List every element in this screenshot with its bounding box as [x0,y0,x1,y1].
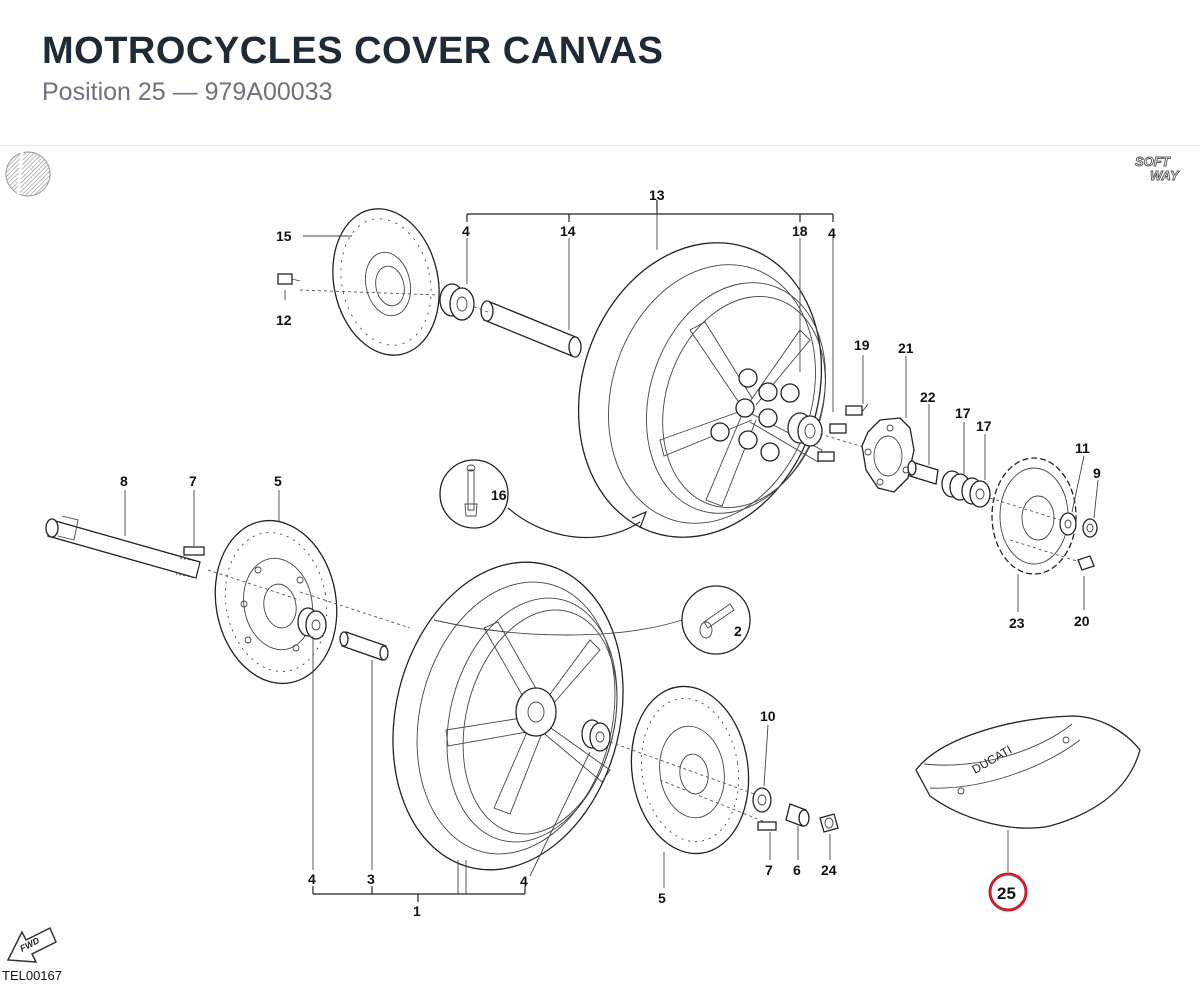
label-4[interactable]: 4 [520,873,528,889]
nut-11 [1059,512,1077,536]
front-wheel-group [45,490,839,902]
nut-20 [1077,555,1095,571]
callout-25[interactable] [988,872,1028,912]
fwd-arrow-icon: FWD [6,926,57,963]
label-1[interactable]: 1 [413,903,421,919]
valve-callout-2 [433,585,751,655]
label-18[interactable]: 18 [792,223,808,239]
bearing-4d [581,719,611,752]
label-17[interactable]: 17 [976,418,992,434]
axle-8 [45,515,201,579]
front-brake-disc-left [214,519,338,685]
label-20[interactable]: 20 [1074,613,1090,629]
page-title: MOTROCYCLES COVER CANVAS [42,30,664,72]
rear-wheel [577,242,827,538]
spacer-6 [785,803,810,827]
bearing-4c [297,607,327,640]
label-7[interactable]: 7 [189,473,197,489]
washer-10 [752,787,772,813]
label-14[interactable]: 14 [560,223,576,239]
softway-logo-line2: WAY [1150,168,1180,183]
page-subtitle: Position 25 — 979A00033 [42,78,333,106]
softway-logo: SOFT WAY [1132,152,1188,183]
front-wheel [392,561,624,871]
label-15[interactable]: 15 [276,228,292,244]
label-4[interactable]: 4 [308,871,316,887]
sprocket-bolts-19 [817,405,863,462]
label-10[interactable]: 10 [760,708,776,724]
bearings-17 [941,470,991,508]
bolt-12 [277,273,293,285]
shaft-22 [907,460,939,485]
label-25[interactable]: 25 [997,884,1016,903]
cover-canvas: DUCATI [915,715,1141,872]
label-5[interactable]: 5 [658,890,666,906]
page-header: MOTROCYCLES COVER CANVAS Position 25 — 9… [0,0,1200,146]
label-21[interactable]: 21 [898,340,914,356]
reference-code: TEL00167 [2,968,62,983]
bolt-7b [757,821,777,831]
spacer-14 [480,300,582,358]
label-12[interactable]: 12 [276,312,292,328]
exploded-parts-diagram: SOFT WAY [5,151,1188,963]
nut-24 [819,813,839,833]
label-8[interactable]: 8 [120,473,128,489]
label-6[interactable]: 6 [793,862,801,878]
label-4[interactable]: 4 [462,223,470,239]
bearing-4b [787,412,823,447]
bolt-7a [183,546,205,556]
label-19[interactable]: 19 [854,337,870,353]
valve-callout-16 [439,459,648,539]
label-13[interactable]: 13 [649,187,665,203]
washer-9 [1082,518,1098,538]
label-9[interactable]: 9 [1093,465,1101,481]
label-22[interactable]: 22 [920,389,936,405]
front-brake-disc-right [630,685,750,855]
softway-logo-line1: SOFT [1135,154,1171,169]
bearing-4a [439,283,475,321]
label-11[interactable]: 11 [1075,440,1090,456]
rear-wheel-group [277,200,1099,612]
label-4[interactable]: 4 [828,225,836,241]
sprocket-flange-21 [861,417,915,493]
label-23[interactable]: 23 [1009,615,1025,631]
label-16[interactable]: 16 [491,487,507,503]
label-7[interactable]: 7 [765,862,773,878]
hatched-circle-icon [5,151,51,197]
label-17[interactable]: 17 [955,405,971,421]
spacer-3 [339,631,389,661]
label-5[interactable]: 5 [274,473,282,489]
label-3[interactable]: 3 [367,871,375,887]
label-24[interactable]: 24 [821,862,837,878]
label-2[interactable]: 2 [734,623,742,639]
rear-brake-disc [332,208,440,356]
